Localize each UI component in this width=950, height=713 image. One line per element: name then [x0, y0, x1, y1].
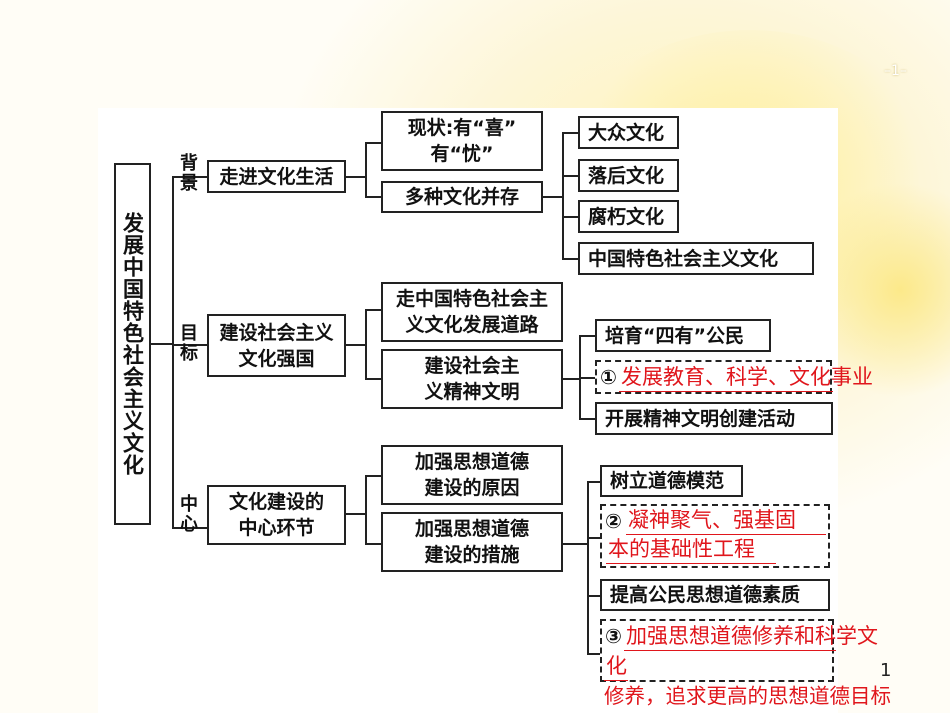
branch-tag-center: 中心	[180, 494, 198, 535]
blank-1-answer: 发展教育、科学、文化事业	[621, 365, 873, 389]
item-improve-moral-quality: 提高公民思想道德素质	[600, 579, 830, 611]
blank-2-underline	[606, 563, 776, 564]
node-status: 现状:有“喜” 有“忧”	[381, 111, 543, 171]
connector	[562, 132, 564, 259]
connector	[587, 537, 601, 539]
connector	[365, 309, 382, 311]
node-spiritual-civilization: 建设社会主 义精神文明	[381, 349, 563, 409]
item-decadent-culture: 腐朽文化	[578, 200, 679, 233]
connector	[562, 175, 579, 177]
page-number: 1	[880, 660, 892, 681]
blank-2-number: ②	[605, 509, 622, 533]
blank-1-box	[595, 360, 832, 394]
blank-2-underline	[626, 534, 826, 535]
connector	[563, 378, 580, 380]
node-moral-measures: 加强思想道德 建设的措施	[381, 512, 563, 572]
blank-2-answer-line2: 本的基础性工程	[608, 537, 755, 561]
connector	[587, 653, 601, 655]
connector	[365, 142, 382, 144]
connector	[579, 418, 596, 420]
blank-1-number: ①	[600, 365, 617, 389]
item-moral-models: 树立道德模范	[600, 465, 743, 497]
node-moral-reasons: 加强思想道德 建设的原因	[381, 445, 563, 505]
connector	[346, 344, 366, 346]
node-socialist-path: 走中国特色社会主 义文化发展道路	[381, 282, 563, 342]
connector	[151, 343, 173, 345]
blank-3-answer-line3: 修养，追求更高的思想道德目标	[604, 684, 891, 708]
blank-2-box	[600, 504, 830, 568]
blank-3-underline	[624, 650, 836, 651]
item-backward-culture: 落后文化	[578, 159, 679, 192]
blank-3-underline	[604, 680, 628, 681]
blank-3-answer-line1: 加强思想道德修养和科学文	[626, 624, 878, 648]
connector	[562, 216, 579, 218]
connector	[543, 196, 563, 198]
connector	[562, 132, 579, 134]
connector	[172, 344, 208, 346]
item-popular-culture: 大众文化	[578, 116, 679, 149]
connector	[365, 196, 382, 198]
item-civilization-activities: 开展精神文明创建活动	[595, 402, 833, 435]
connector	[365, 543, 382, 545]
connector	[365, 309, 367, 379]
blank-3-number: ③	[605, 624, 622, 648]
connector	[365, 142, 367, 197]
item-socialist-culture: 中国特色社会主义文化	[578, 242, 814, 275]
branch-tag-goal: 目标	[180, 323, 198, 364]
connector	[563, 543, 588, 545]
node-multi-culture: 多种文化并存	[381, 181, 543, 213]
connector	[365, 378, 382, 380]
node-cultural-center-link: 文化建设的 中心环节	[207, 485, 346, 545]
connector	[172, 176, 174, 528]
connector	[587, 481, 589, 655]
node-build-cultural-power: 建设社会主义 文化强国	[207, 314, 346, 377]
blank-2-answer-line1: 凝神聚气、强基固	[628, 508, 796, 532]
connector	[365, 475, 367, 545]
blank-1-underline	[619, 391, 833, 392]
connector	[579, 377, 596, 379]
connector	[579, 335, 596, 337]
item-four-haves-citizens: 培育“四有”公民	[595, 319, 771, 352]
connector	[587, 481, 601, 483]
branch-tag-background: 背景	[180, 153, 198, 194]
connector	[172, 176, 208, 178]
connector	[562, 258, 579, 260]
root-node: 发展中国特色社会主义文化	[114, 163, 151, 525]
connector	[172, 527, 208, 529]
page-header-label: –1–	[884, 63, 907, 79]
connector	[365, 475, 382, 477]
connector	[587, 595, 601, 597]
node-enter-cultural-life: 走进文化生活	[207, 160, 346, 193]
connector	[346, 176, 366, 178]
blank-3-answer-line2: 化	[606, 654, 627, 678]
connector	[346, 513, 366, 515]
